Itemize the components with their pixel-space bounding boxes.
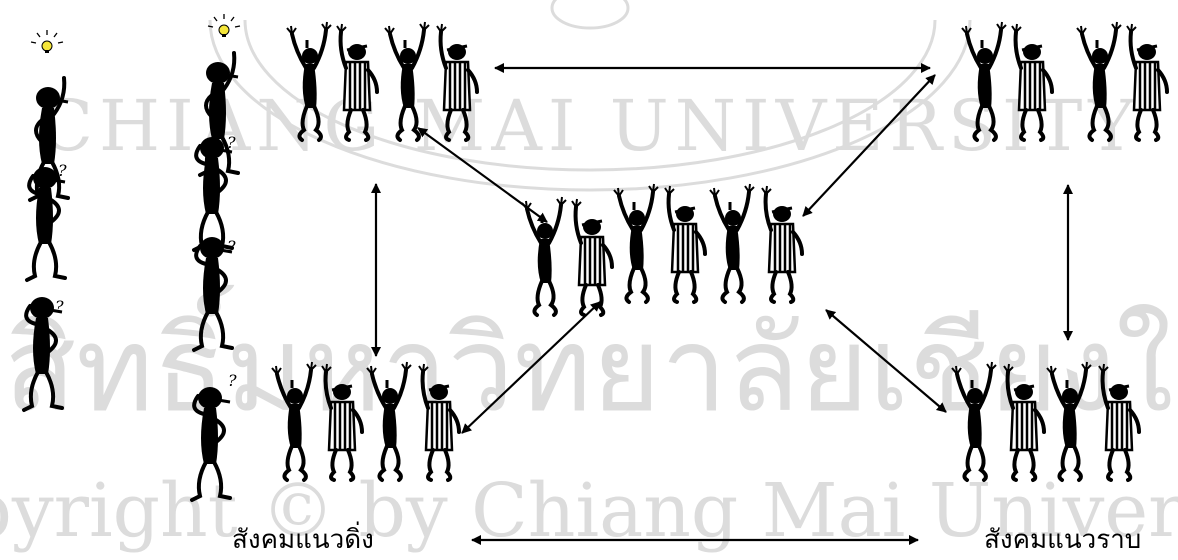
lightbulb-icon	[30, 30, 64, 53]
label-vertical-society: สังคมแนวดิ่ง	[232, 525, 374, 555]
double-arrow-icon	[802, 74, 936, 217]
watermark-thai-text: ลิขสิทธิ์มหาวิทยาลัยเชียงใหม่	[0, 285, 1178, 438]
question-mark-icon: ?	[55, 297, 64, 316]
label-horizontal-society: สังคมแนวราบ	[984, 525, 1142, 555]
lightbulb-icon	[207, 14, 241, 37]
double-arrow-icon	[825, 309, 947, 413]
question-mark-icon: ?	[228, 371, 237, 390]
question-mark-icon: ?	[227, 237, 236, 256]
question-mark-icon: ?	[58, 161, 67, 180]
group-center	[520, 182, 804, 317]
double-arrow-icon	[461, 301, 601, 434]
connections	[371, 63, 1073, 545]
double-arrow-icon	[417, 127, 548, 223]
question-mark-icon: ?	[227, 133, 236, 152]
